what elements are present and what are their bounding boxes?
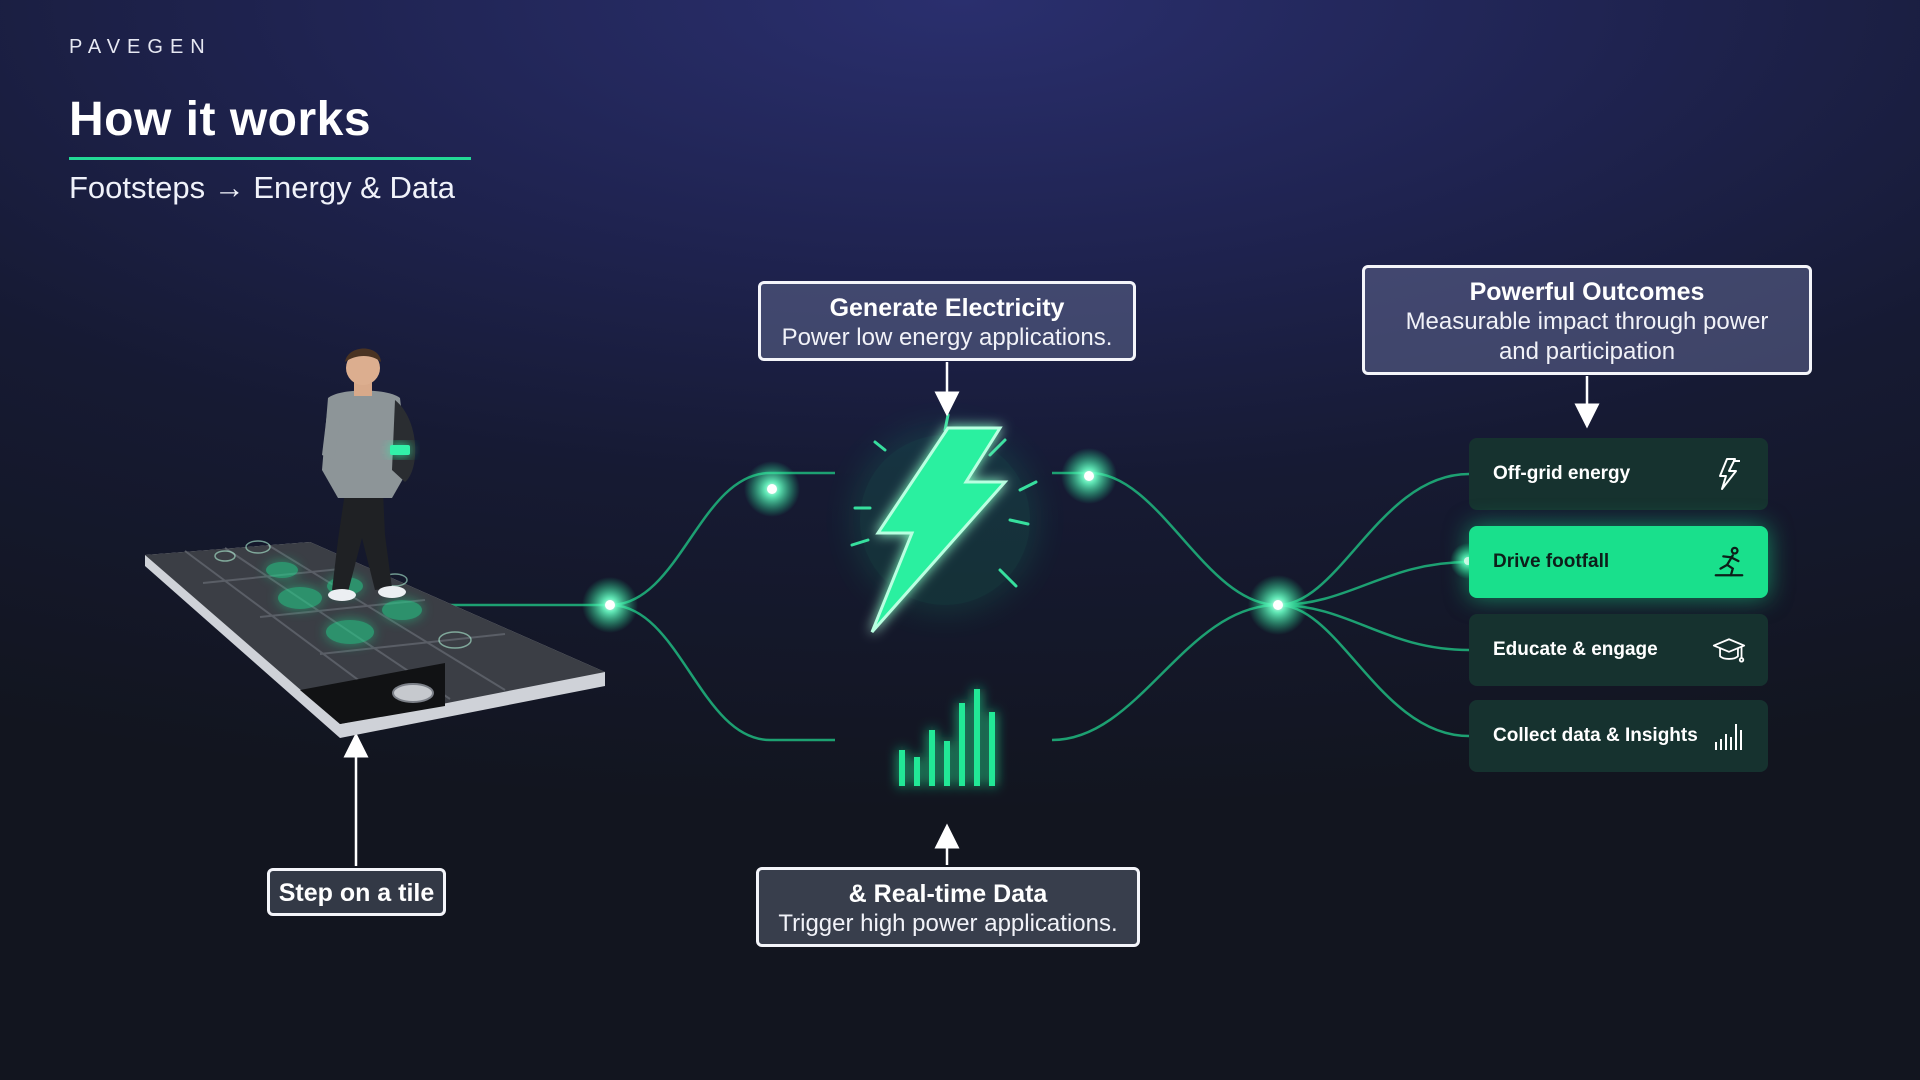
arrows: [343, 362, 1600, 866]
line-bars-to-hub: [1051, 603, 1279, 742]
powerful-outcomes-box: Powerful Outcomes Measurable impact thro…: [1362, 265, 1812, 375]
glow-nodes: [582, 448, 1486, 635]
line-hub-to-card3: [1277, 603, 1470, 738]
card-label: Educate & engage: [1493, 639, 1658, 660]
person-walking-figure: [322, 348, 416, 601]
generate-title: Generate Electricity: [829, 294, 1065, 322]
lightning-icon: [1712, 457, 1746, 491]
pavegen-logo: PAVEGEN: [69, 36, 212, 58]
generate-subtitle: Power low energy applications.: [781, 324, 1113, 351]
page-subtitle: Footsteps → Energy & Data: [69, 170, 455, 205]
card-collect-data-insights[interactable]: Collect data & Insights: [1469, 700, 1768, 772]
line-node-to-bars: [609, 603, 835, 742]
graduation-cap-icon: [1712, 633, 1746, 667]
card-drive-footfall[interactable]: Drive footfall: [1469, 526, 1768, 598]
outcomes-subtitle-line2: and participation: [1498, 338, 1676, 365]
outcomes-subtitle-line1: Measurable impact through power: [1405, 308, 1769, 335]
line-hub-to-card0: [1277, 472, 1470, 607]
bar-chart-icon: [1712, 719, 1746, 753]
card-label: Drive footfall: [1493, 551, 1610, 572]
data-title: & Real-time Data: [848, 880, 1048, 908]
generate-electricity-box: Generate Electricity Power low energy ap…: [758, 281, 1136, 361]
outcomes-title: Powerful Outcomes: [1469, 278, 1705, 306]
step-on-tile-box: Step on a tile: [267, 868, 446, 916]
card-off-grid-energy[interactable]: Off-grid energy: [1469, 438, 1768, 510]
pavegen-tile-platform: [145, 540, 605, 738]
card-label: Collect data & Insights: [1493, 725, 1698, 746]
card-label: Off-grid energy: [1493, 463, 1631, 484]
step-label: Step on a tile: [278, 879, 435, 907]
title-underline: [69, 157, 471, 160]
line-node-to-bolt: [609, 471, 835, 607]
card-educate-engage[interactable]: Educate & engage: [1469, 614, 1768, 686]
data-subtitle: Trigger high power applications.: [778, 910, 1118, 937]
bar-chart-graphic: [899, 689, 995, 786]
real-time-data-box: & Real-time Data Trigger high power appl…: [756, 867, 1140, 947]
runner-icon: [1712, 545, 1746, 579]
lightning-bolt-icon: [850, 413, 1038, 633]
page-title: How it works: [69, 93, 372, 146]
